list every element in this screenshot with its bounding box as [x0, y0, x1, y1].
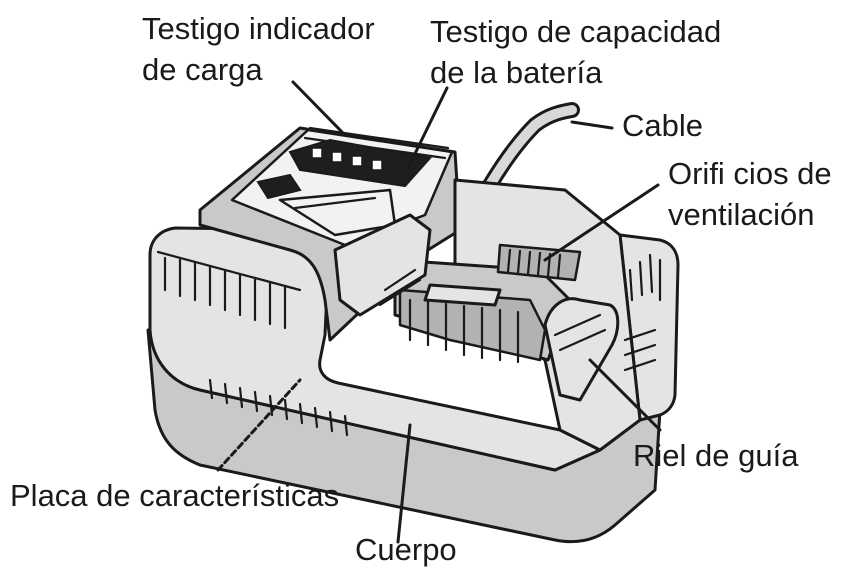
labels: Testigo indicador de carga Testigo de ca… — [10, 11, 832, 567]
guide-rail — [543, 297, 620, 402]
led-icon-4 — [371, 159, 383, 171]
label-orificios-line1: Orifi cios de — [668, 156, 832, 191]
leader-placa — [216, 378, 302, 472]
led-icon-2 — [331, 151, 343, 163]
label-riel-de-guia: Riel de guía — [633, 438, 799, 473]
label-cuerpo: Cuerpo — [355, 532, 457, 567]
label-testigo-indicador-line1: Testigo indicador — [142, 11, 375, 46]
label-testigo-indicador-line2: de carga — [142, 52, 263, 87]
label-testigo-capacidad-line2: de la batería — [430, 55, 603, 90]
led-icon-3 — [351, 155, 363, 167]
leader-cable — [570, 120, 614, 130]
vent-slots-rear — [496, 243, 582, 282]
leader-lines — [216, 80, 662, 544]
vent-slots-right — [623, 253, 662, 372]
cable-illustration — [482, 102, 580, 193]
label-testigo-capacidad-line1: Testigo de capacidad — [430, 14, 721, 49]
label-placa-de-caracteristicas: Placa de características — [10, 478, 339, 513]
left-rail — [333, 213, 432, 317]
vent-slots-left-front — [156, 250, 302, 330]
leader-capacidad — [406, 86, 449, 170]
leader-indicador — [291, 80, 344, 134]
led-icon-1 — [311, 147, 323, 159]
leader-riel — [588, 358, 662, 432]
leader-cuerpo — [396, 423, 412, 544]
control-panel — [256, 126, 450, 237]
label-orificios-line2: ventilación — [668, 197, 814, 232]
label-cable: Cable — [622, 108, 703, 143]
leader-orificios — [543, 183, 660, 262]
battery-slot — [398, 283, 547, 364]
